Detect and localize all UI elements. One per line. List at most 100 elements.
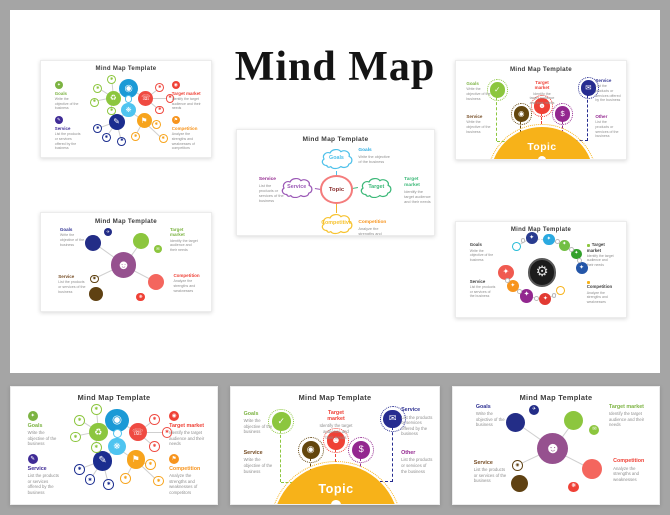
node-circle bbox=[147, 273, 165, 291]
dotted-halo bbox=[297, 437, 324, 463]
node-icon: ✱ bbox=[92, 99, 96, 104]
node-icon: ✱ bbox=[109, 108, 114, 113]
node-icon: ✱ bbox=[73, 433, 78, 439]
label-text: Analyze the strengths and weaknesses bbox=[358, 226, 382, 236]
hub-circle: ⚙ bbox=[527, 258, 557, 287]
node-ring: ✱ bbox=[93, 124, 103, 134]
node-icon: ✱ bbox=[94, 444, 99, 450]
dotted-halo bbox=[323, 427, 349, 454]
cloud-shape: Target bbox=[358, 175, 394, 199]
person-icon bbox=[535, 156, 549, 159]
label-title: Service bbox=[258, 177, 276, 183]
label-text: List the products or services offered by… bbox=[54, 132, 81, 151]
node-ring: ✱ bbox=[117, 136, 127, 146]
label-text: List the products or services offered by… bbox=[401, 414, 433, 437]
node-icon: ✱ bbox=[156, 477, 161, 483]
label-text: List the products or services of the bus… bbox=[58, 280, 86, 294]
node-icon: ⚑ bbox=[140, 115, 148, 125]
node-icon: ✎ bbox=[113, 116, 121, 126]
node-ring: ✱ bbox=[107, 75, 116, 85]
node-icon: ☻ bbox=[331, 434, 341, 445]
node-ring: ✱ bbox=[149, 413, 160, 425]
node-icon: ◉ bbox=[111, 413, 123, 427]
node-icon: ✱ bbox=[152, 415, 157, 421]
topic-label: Topic bbox=[318, 482, 354, 497]
node-circle: ❋ bbox=[136, 292, 146, 302]
cloud-shape: Competitive bbox=[319, 211, 355, 235]
node-icon: ✦ bbox=[542, 295, 548, 302]
node-ring: ✱ bbox=[153, 475, 165, 487]
slide-title: Mind Map Template bbox=[302, 135, 369, 143]
cloud-shape: Service bbox=[279, 175, 315, 199]
label-text: List the products or services offered by… bbox=[27, 473, 59, 495]
label-title: Service bbox=[466, 114, 483, 119]
node-circle: ♻ bbox=[105, 90, 121, 106]
node-icon: ✉ bbox=[592, 426, 597, 433]
dotted-halo bbox=[268, 408, 295, 435]
node-icon: ✱ bbox=[94, 406, 99, 412]
label-text: Write the objective of the business bbox=[243, 457, 273, 474]
label-title: Competition bbox=[173, 273, 200, 278]
label-title: Service bbox=[401, 407, 421, 414]
slide-thumbnail-network[interactable]: Mind Map Template◉❋♻☏✎⚑✱✱✱✱✱✱✱✱✱✱✱✱✱✦Goa… bbox=[10, 386, 218, 505]
node-circle: ✈ bbox=[103, 227, 113, 237]
node-ring: ✱ bbox=[103, 479, 115, 490]
label-text: List the products or services of the bus… bbox=[473, 467, 507, 484]
node-icon: ☏ bbox=[141, 93, 151, 103]
node-ring bbox=[555, 238, 560, 244]
label-text: Identify the target audience and their n… bbox=[609, 411, 645, 428]
label-bullet-icon: ✦ bbox=[27, 410, 38, 421]
node-ring: ✱ bbox=[107, 106, 116, 116]
label-title: Competition bbox=[586, 279, 615, 289]
label-title: Goals bbox=[59, 227, 73, 232]
node-icon: ✱ bbox=[96, 85, 100, 90]
dotted-halo bbox=[577, 77, 600, 99]
label-text: Analyze the strengths and weaknesses of … bbox=[171, 132, 195, 151]
node-icon: $ bbox=[358, 444, 364, 455]
node-ring bbox=[520, 238, 526, 243]
node-icon: ♻ bbox=[109, 93, 117, 103]
node-ring: ✱ bbox=[74, 414, 86, 426]
slide-thumbnail-network[interactable]: Mind Map Template◉❋♻☏✎⚑✱✱✱✱✱✱✱✱✱✱✱✱✱✦Goa… bbox=[40, 60, 212, 158]
connector-line bbox=[137, 432, 167, 434]
label-text: List the products or services offered by… bbox=[595, 84, 621, 103]
label-title: Target market bbox=[586, 242, 605, 253]
label-bullet-icon: ⚑ bbox=[169, 453, 180, 464]
label-title: Target market bbox=[404, 177, 420, 188]
node-icon: ✦ bbox=[523, 291, 530, 299]
node-ring: ✱ bbox=[155, 105, 165, 115]
node-circle: ✎ bbox=[92, 451, 113, 471]
node-icon: ❋ bbox=[113, 441, 121, 452]
label-title: Target market bbox=[170, 227, 185, 238]
node-icon: ✱ bbox=[152, 443, 157, 449]
label-title: Competition bbox=[358, 219, 387, 225]
label-title: Other bbox=[401, 450, 416, 457]
node-circle bbox=[505, 413, 525, 433]
node-ring: ✱ bbox=[119, 473, 131, 485]
label-title: Competition bbox=[169, 465, 201, 472]
label-text: Write the objective of the business bbox=[466, 87, 491, 101]
node-circle: ✈ bbox=[529, 404, 540, 415]
node-ring: ✱ bbox=[101, 132, 111, 142]
label-title: Goals bbox=[243, 410, 259, 417]
label-bullet-icon: ✦ bbox=[54, 80, 64, 89]
label-text: Write the objective of the business bbox=[27, 430, 57, 447]
node-ring: ✱ bbox=[161, 426, 173, 438]
